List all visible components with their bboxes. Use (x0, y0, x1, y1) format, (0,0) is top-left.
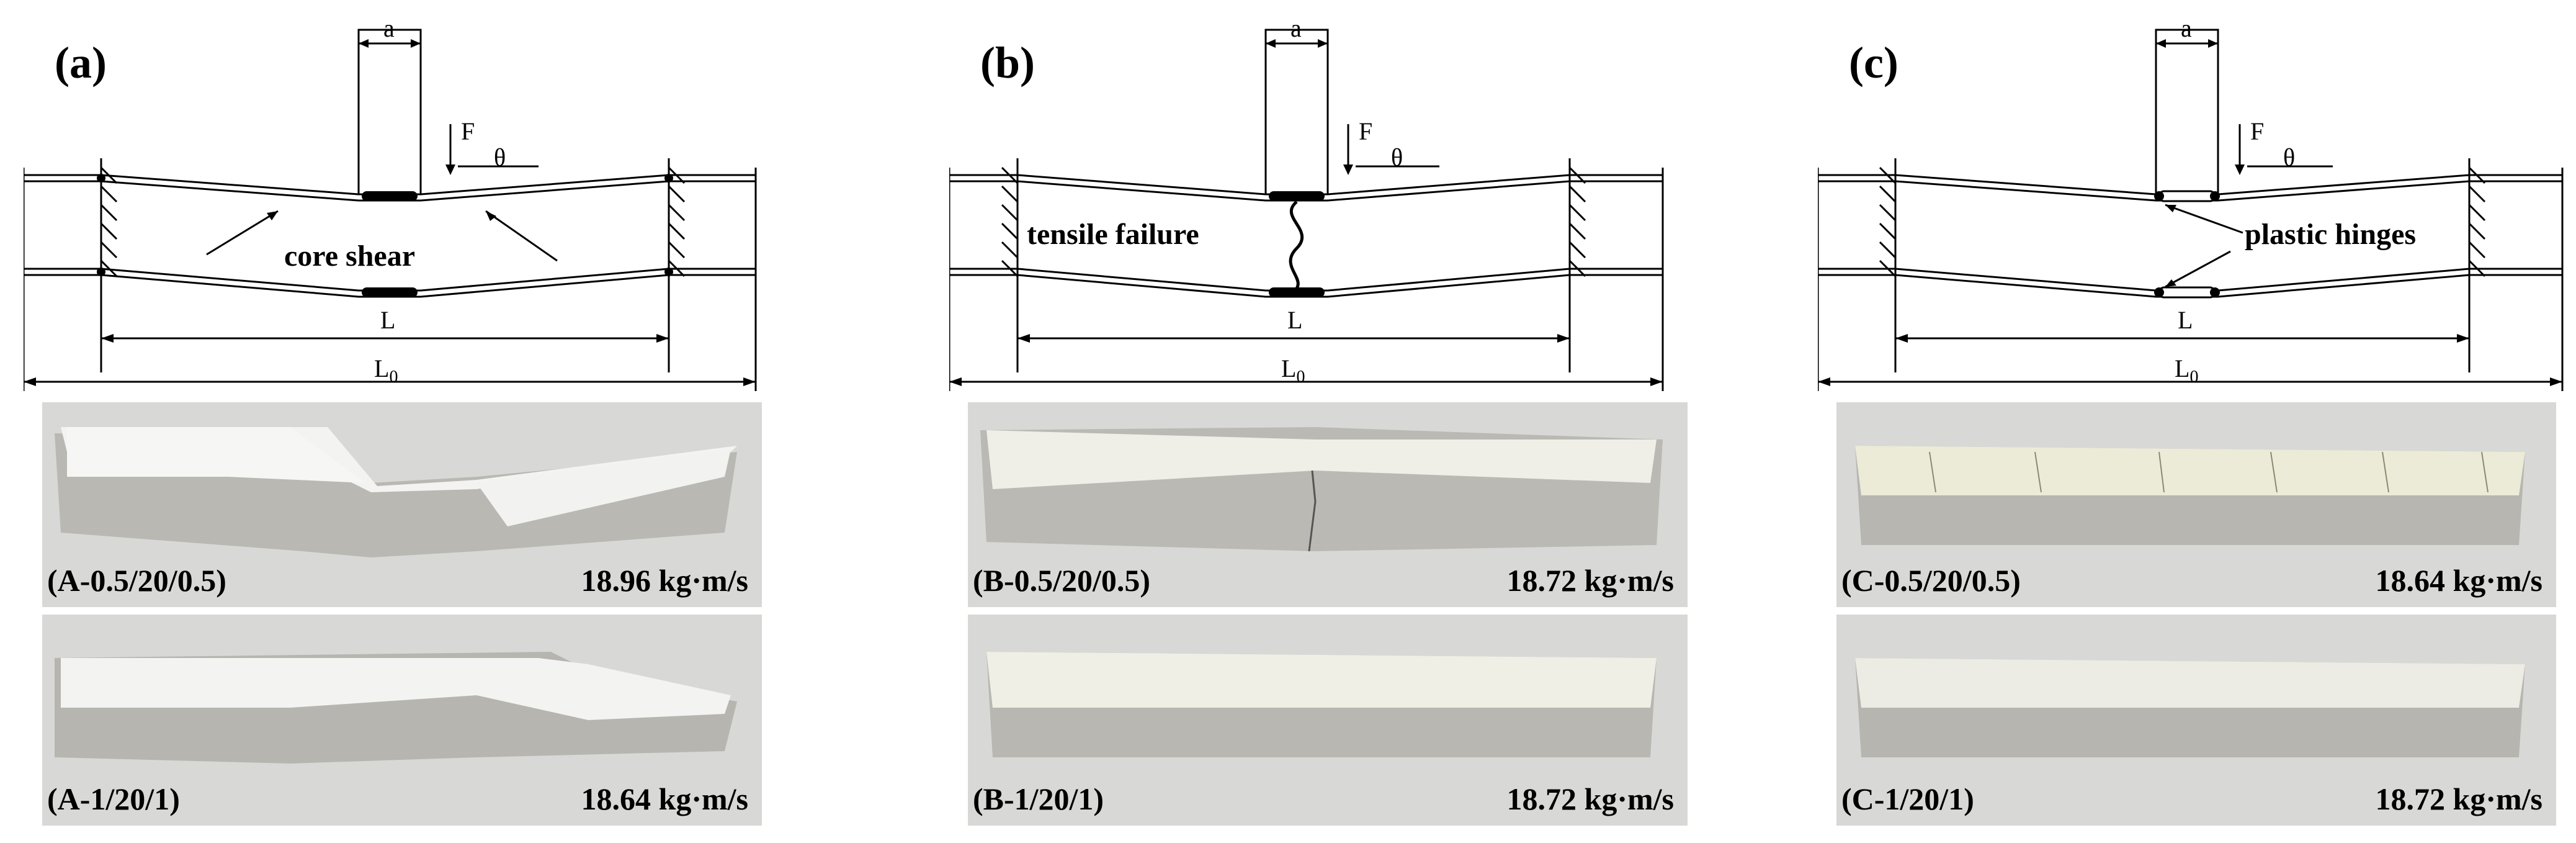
momentum-value: 18.72 kg·m/s (2375, 782, 2542, 816)
dimension-a-label: a (2181, 14, 2192, 42)
dimension-a-label: a (383, 14, 395, 42)
beam-diagram (1818, 29, 2564, 391)
failure-annotation: tensile failure (1027, 218, 1199, 251)
span-label: L (1287, 306, 1303, 334)
specimen-label: (A-1/20/1) (47, 782, 180, 816)
specimen-image (55, 427, 737, 557)
total-length-label: L0 (374, 354, 398, 387)
specimen-label: (A-0.5/20/0.5) (47, 563, 226, 598)
momentum-value: 18.96 kg·m/s (581, 563, 748, 598)
total-length-label: L0 (1281, 354, 1305, 387)
schematic-core-shear: (a) a F θ core shear L L0 (24, 0, 780, 403)
specimen-image (986, 652, 1657, 757)
specimen-label: (C-0.5/20/0.5) (1841, 563, 2021, 598)
specimen-image (1855, 658, 2525, 757)
specimen-label: (B-0.5/20/0.5) (973, 563, 1151, 598)
angle-label: θ (2283, 143, 2296, 171)
specimen-image (980, 427, 1663, 552)
total-length-label: L0 (2175, 354, 2199, 387)
span-label: L (380, 306, 396, 334)
panel-a: (a) a F θ core shear L L0 (A-0.5/20/0.5)… (24, 0, 780, 843)
momentum-value: 18.72 kg·m/s (1506, 563, 1674, 598)
panel-c: (c) a F θ plastic hinges L L0 (C-0.5/20/… (1818, 0, 2575, 843)
angle-label: θ (1391, 143, 1403, 171)
panel-label: (c) (1849, 38, 1898, 88)
span-label: L (2178, 306, 2193, 334)
momentum-value: 18.72 kg·m/s (1506, 782, 1674, 816)
panel-label: (b) (980, 38, 1035, 88)
angle-label: θ (494, 143, 506, 171)
specimen-image (1855, 446, 2525, 545)
schematic-tensile-failure: (b) a F θ tensile failure L L0 (949, 0, 1706, 403)
specimen-photo-1: (B-0.5/20/0.5) 18.72 kg·m/s (968, 402, 1688, 607)
specimen-image (55, 652, 737, 764)
specimen-photo-2: (C-1/20/1) 18.72 kg·m/s (1836, 615, 2556, 826)
force-label: F (2250, 117, 2265, 145)
panel-label: (a) (55, 38, 107, 88)
specimen-photo-1: (C-0.5/20/0.5) 18.64 kg·m/s (1836, 402, 2556, 607)
force-label: F (461, 117, 475, 145)
specimen-label: (B-1/20/1) (973, 782, 1104, 816)
specimen-photo-1: (A-0.5/20/0.5) 18.96 kg·m/s (42, 402, 762, 607)
specimen-photo-2: (B-1/20/1) 18.72 kg·m/s (968, 615, 1688, 826)
specimen-photo-2: (A-1/20/1) 18.64 kg·m/s (42, 615, 762, 826)
failure-annotation: core shear (284, 240, 416, 273)
panel-b: (b) a F θ tensile failure L L0 (B-0.5/20… (949, 0, 1706, 843)
specimen-label: (C-1/20/1) (1841, 782, 1974, 816)
dimension-a-label: a (1290, 14, 1302, 42)
momentum-value: 18.64 kg·m/s (581, 782, 748, 816)
beam-diagram (24, 29, 757, 391)
beam-diagram (949, 29, 1664, 391)
force-label: F (1359, 117, 1373, 145)
momentum-value: 18.64 kg·m/s (2375, 563, 2542, 598)
failure-annotation: plastic hinges (2245, 218, 2417, 251)
schematic-plastic-hinges: (c) a F θ plastic hinges L L0 (1818, 0, 2575, 403)
